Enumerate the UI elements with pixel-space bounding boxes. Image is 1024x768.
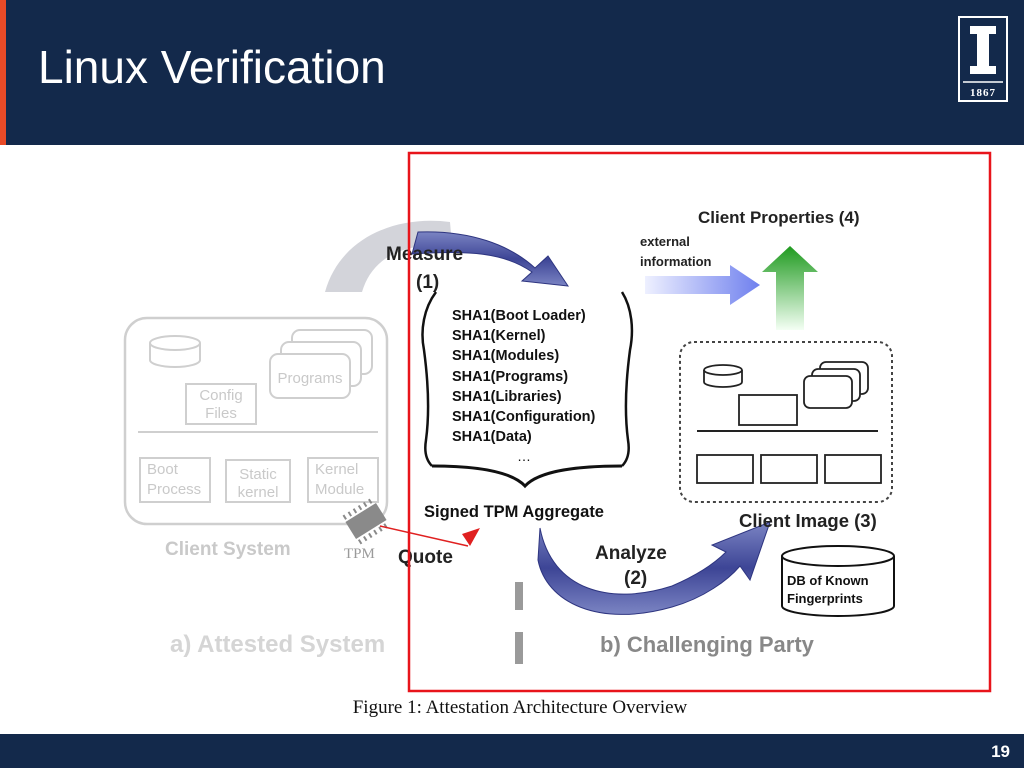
slide-header: Linux Verification 1867 [0, 0, 1024, 145]
image-module-box [824, 454, 882, 484]
config-files-line1: Config [199, 387, 242, 404]
quote-label: Quote [398, 547, 453, 568]
image-programs-stack [803, 361, 869, 409]
challenging-party: Measure (1) SHA1(Boot Loader) SHA1(Kerne… [379, 208, 895, 657]
slide-footer: 19 [0, 734, 1024, 768]
sha-list-bracket [421, 291, 634, 489]
boot-process-line1: Boot [147, 461, 179, 478]
page-number: 19 [991, 742, 1010, 761]
signed-aggregate-label: Signed TPM Aggregate [424, 503, 604, 521]
quote-arrow [379, 525, 469, 547]
kernel-module-line1: Kernel [315, 461, 358, 478]
sha-item-6: SHA1(Configuration) [452, 409, 596, 425]
config-files-box [185, 383, 257, 425]
client-properties-arrow [762, 246, 818, 330]
programs-label: Programs [277, 370, 342, 387]
client-system-label: Client System [165, 539, 291, 560]
analyze-step: (2) [624, 568, 647, 589]
disk-icon [149, 335, 201, 368]
measure-label: Measure [386, 244, 463, 265]
measure-blue-arrow [411, 231, 570, 287]
attested-system-label: a) Attested System [170, 631, 385, 658]
tpm-chip-icon [342, 498, 388, 545]
image-disk-icon [703, 364, 743, 388]
sha-item-3: SHA1(Modules) [452, 348, 559, 364]
header-accent-bar [0, 0, 6, 145]
external-information-arrow [645, 265, 760, 305]
client-properties-label: Client Properties (4) [698, 208, 860, 227]
divider-dash-2 [515, 632, 523, 664]
boot-process-line2: Process [147, 481, 201, 498]
logo-year: 1867 [970, 87, 996, 99]
measure-step: (1) [416, 272, 439, 293]
programs-stack [269, 329, 373, 399]
fingerprint-db-icon [781, 545, 895, 617]
analyze-label: Analyze [595, 543, 667, 564]
image-kernel-box [760, 454, 818, 484]
db-label-line2: Fingerprints [787, 591, 863, 606]
divider-dash-1 [515, 582, 523, 610]
static-kernel-line1: Static [239, 466, 277, 483]
university-column-logo: 1867 [958, 16, 1008, 102]
config-files-line2: Files [205, 405, 237, 422]
tpm-label: TPM [344, 546, 375, 562]
static-kernel-line2: kernel [238, 484, 279, 501]
kernel-module-line2: Module [315, 481, 364, 498]
boot-process-box [139, 457, 211, 503]
sha-item-7: SHA1(Data) [452, 429, 532, 445]
sha-item-1: SHA1(Boot Loader) [452, 308, 586, 324]
kernel-module-box [307, 457, 379, 503]
figure-caption: Figure 1: Attestation Architecture Overv… [352, 697, 688, 718]
sha-item-5: SHA1(Libraries) [452, 389, 562, 405]
attestation-architecture-figure: Config Files Programs Boot Process Stati… [123, 151, 992, 693]
image-config-box [738, 394, 798, 426]
slide-title: Linux Verification [38, 41, 386, 93]
image-boot-box [696, 454, 754, 484]
external-info-line2: information [640, 254, 712, 269]
attested-system: Config Files Programs Boot Process Stati… [123, 220, 452, 658]
db-label-line1: DB of Known [787, 573, 869, 588]
challenging-party-label: b) Challenging Party [600, 632, 815, 657]
sha-item-4: SHA1(Programs) [452, 369, 568, 385]
highlight-rectangle [407, 151, 992, 693]
quote-arrowhead [462, 528, 480, 546]
sha-item-2: SHA1(Kernel) [452, 328, 546, 344]
client-image-label: Client Image (3) [739, 510, 877, 531]
external-info-line1: external [640, 234, 690, 249]
sha-item-ellipsis: … [517, 448, 531, 464]
static-kernel-box [225, 459, 291, 503]
analyze-arrow [537, 521, 771, 615]
